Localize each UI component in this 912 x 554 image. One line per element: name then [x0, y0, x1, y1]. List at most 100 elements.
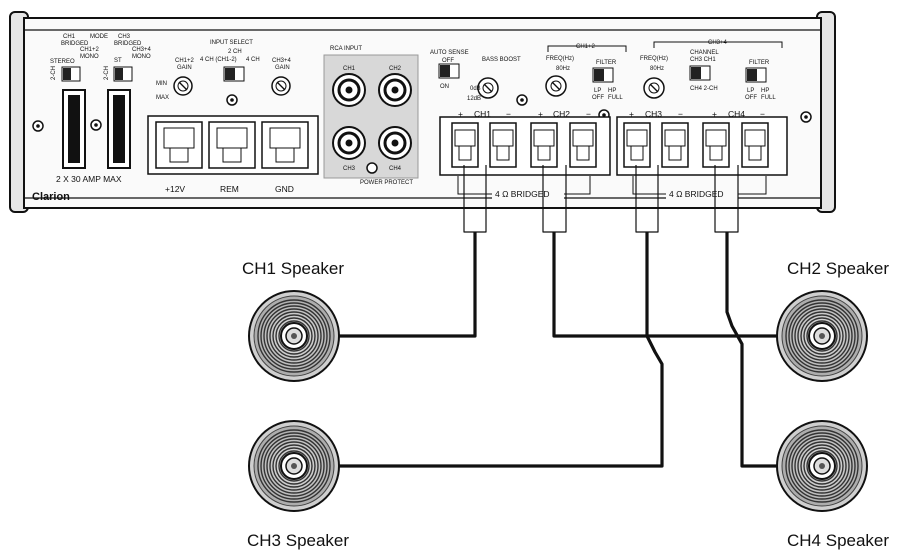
- ch1-switch-right: CH1+2: [80, 47, 100, 53]
- speaker-ch3-icon: [248, 420, 340, 512]
- power-terminal-12v[interactable]: [155, 121, 203, 169]
- terminal-ch4-plus[interactable]: [702, 122, 730, 168]
- ch1-switch-side: 2-CH: [51, 66, 57, 80]
- power-label-12v: +12V: [165, 184, 185, 194]
- wire-ch3: [330, 165, 664, 468]
- bass-boost-lo: 0dB: [470, 86, 481, 92]
- filter34-switch[interactable]: [745, 67, 767, 83]
- power-label-gnd: GND: [275, 184, 294, 194]
- bass-boost-knob[interactable]: BASS BOOST 0dB 12dB: [467, 57, 521, 102]
- rca-label-ch4: CH4: [389, 166, 402, 172]
- channel-bridge: CH3 CH1: [690, 57, 716, 63]
- ch2-plus: +: [538, 109, 543, 119]
- brand-logo: Clarion: [32, 191, 70, 203]
- speaker-ch2-icon: [776, 290, 868, 382]
- bridged-bracket-ch12: 4 Ω BRIDGED: [457, 176, 591, 199]
- terminal-ch3-plus[interactable]: [623, 122, 651, 168]
- auto-sense-title: AUTO SENSE: [430, 50, 469, 56]
- rca-jack-ch4[interactable]: CH4: [378, 126, 412, 172]
- ch1-switch-mode: MODE: [90, 34, 108, 40]
- bass-boost-title: BASS BOOST: [482, 57, 521, 63]
- power-led-icon: [366, 162, 378, 174]
- speaker-ch4-icon: [776, 420, 868, 512]
- crossover-ch34: CH3+4 FREQ(Hz) 80Hz CHANNEL CH3 CH1 CH4 …: [640, 40, 783, 101]
- fuse-label: 2 X 30 AMP MAX: [56, 174, 122, 184]
- screw-icon: [32, 120, 44, 132]
- out-label-ch1: + CH1 −: [458, 109, 511, 119]
- ch3-minus: −: [678, 109, 683, 119]
- speaker-ch1-icon: [248, 290, 340, 382]
- ch3-switch-right: CH3+4: [132, 47, 152, 53]
- power-terminal-gnd[interactable]: [261, 121, 309, 169]
- gain34-mid: GAIN: [275, 65, 290, 71]
- gain-knob-ch12[interactable]: CH1+2 GAIN MIN MAX: [156, 58, 195, 101]
- channel-title: CHANNEL: [690, 50, 719, 56]
- filter12-lp: LP: [594, 88, 601, 94]
- gain12-top: CH1+2: [175, 58, 195, 64]
- freq34-title: FREQ(Hz): [640, 56, 668, 62]
- terminal-ch1-plus[interactable]: [451, 122, 479, 168]
- filter34-full: FULL: [761, 95, 776, 101]
- out-label-ch4: + CH4 −: [712, 109, 765, 119]
- rca-label-ch3: CH3: [343, 166, 356, 172]
- ch4-minus: −: [760, 109, 765, 119]
- rca-jack-ch1[interactable]: CH1: [332, 66, 366, 107]
- bridged-label-ch12: 4 Ω BRIDGED: [495, 189, 550, 199]
- terminal-ch1-minus[interactable]: [489, 122, 517, 168]
- freq34-mid: 80Hz: [650, 66, 664, 72]
- rca-label-ch1: CH1: [343, 66, 356, 72]
- ch3-name: CH3: [645, 109, 662, 119]
- amp-chassis: [23, 17, 822, 209]
- channel34-switch[interactable]: [689, 65, 711, 81]
- terminal-ch3-minus[interactable]: [661, 122, 689, 168]
- mode-switch-ch1[interactable]: CH1 BRIDGED STEREO CH1+2 MONO MODE 2-CH: [50, 34, 108, 82]
- gain-knob-ch34[interactable]: CH3+4 GAIN: [271, 58, 292, 96]
- gain34-top: CH3+4: [272, 58, 292, 64]
- terminal-ch2-plus[interactable]: [530, 122, 558, 168]
- rca-input-panel: RCA INPUT CH1 CH2 CH3: [323, 46, 419, 186]
- wire-ch4: [714, 165, 780, 468]
- auto-sense-switch[interactable]: AUTO SENSE OFF ON: [430, 50, 469, 90]
- ch1-switch-left: STEREO: [50, 59, 75, 65]
- filter12-switch[interactable]: [592, 67, 614, 83]
- input-select-switch[interactable]: INPUT SELECT 2 CH 4 CH (CH1-2) 4 CH: [200, 40, 260, 82]
- ch1-switch-right2: MONO: [80, 54, 99, 60]
- wire-ch1: [330, 165, 487, 338]
- rca-jack-ch2[interactable]: CH2: [378, 66, 412, 107]
- ch2-name: CH2: [553, 109, 570, 119]
- mode-switch-ch3[interactable]: CH3 BRIDGED ST CH3+4 MONO 2-CH: [104, 34, 152, 82]
- ch1-switch-top: CH1: [63, 34, 76, 40]
- crossover-ch12: CH1+2 FREQ(Hz) 80Hz FILTER LP HP OFF FUL…: [545, 44, 627, 101]
- ch3-switch-side: 2-CH: [104, 66, 110, 80]
- freq12-knob[interactable]: [545, 75, 567, 97]
- rca-jack-ch3[interactable]: CH3: [332, 126, 366, 172]
- ch4-name: CH4: [728, 109, 745, 119]
- auto-sense-off: OFF: [442, 58, 454, 64]
- speaker-label-ch4: CH4 Speaker: [787, 531, 889, 550]
- ch1-switch-mid: BRIDGED: [61, 41, 89, 47]
- freq34-knob[interactable]: [643, 77, 665, 99]
- rca-label-ch2: CH2: [389, 66, 402, 72]
- ch3-switch-right2: MONO: [132, 54, 151, 60]
- crossover-ch34-group: CH3+4: [708, 40, 728, 46]
- ch4-plus: +: [712, 109, 717, 119]
- wire-ch2: [542, 165, 780, 338]
- bridged-bracket-ch34: 4 Ω BRIDGED: [632, 176, 767, 199]
- ch3-switch-left: ST: [114, 58, 122, 64]
- input-select-title: INPUT SELECT: [210, 40, 253, 46]
- freq12-title: FREQ(Hz): [546, 56, 574, 62]
- out-label-ch3: + CH3 −: [629, 109, 683, 119]
- ch3-switch-top: CH3: [118, 34, 131, 40]
- filter12-title: FILTER: [596, 60, 617, 66]
- gain12-mid: GAIN: [177, 65, 192, 71]
- input-select-c: 4 CH: [246, 57, 260, 63]
- speaker-label-ch2: CH2 Speaker: [787, 259, 889, 278]
- screw-icon: [226, 94, 238, 106]
- out-label-ch2: + CH2 −: [538, 109, 591, 119]
- power-terminal-rem[interactable]: [208, 121, 256, 169]
- terminal-ch4-minus[interactable]: [741, 122, 769, 168]
- ch1-name: CH1: [474, 109, 491, 119]
- terminal-ch2-minus[interactable]: [569, 122, 597, 168]
- input-select-b: 4 CH (CH1-2): [200, 57, 237, 63]
